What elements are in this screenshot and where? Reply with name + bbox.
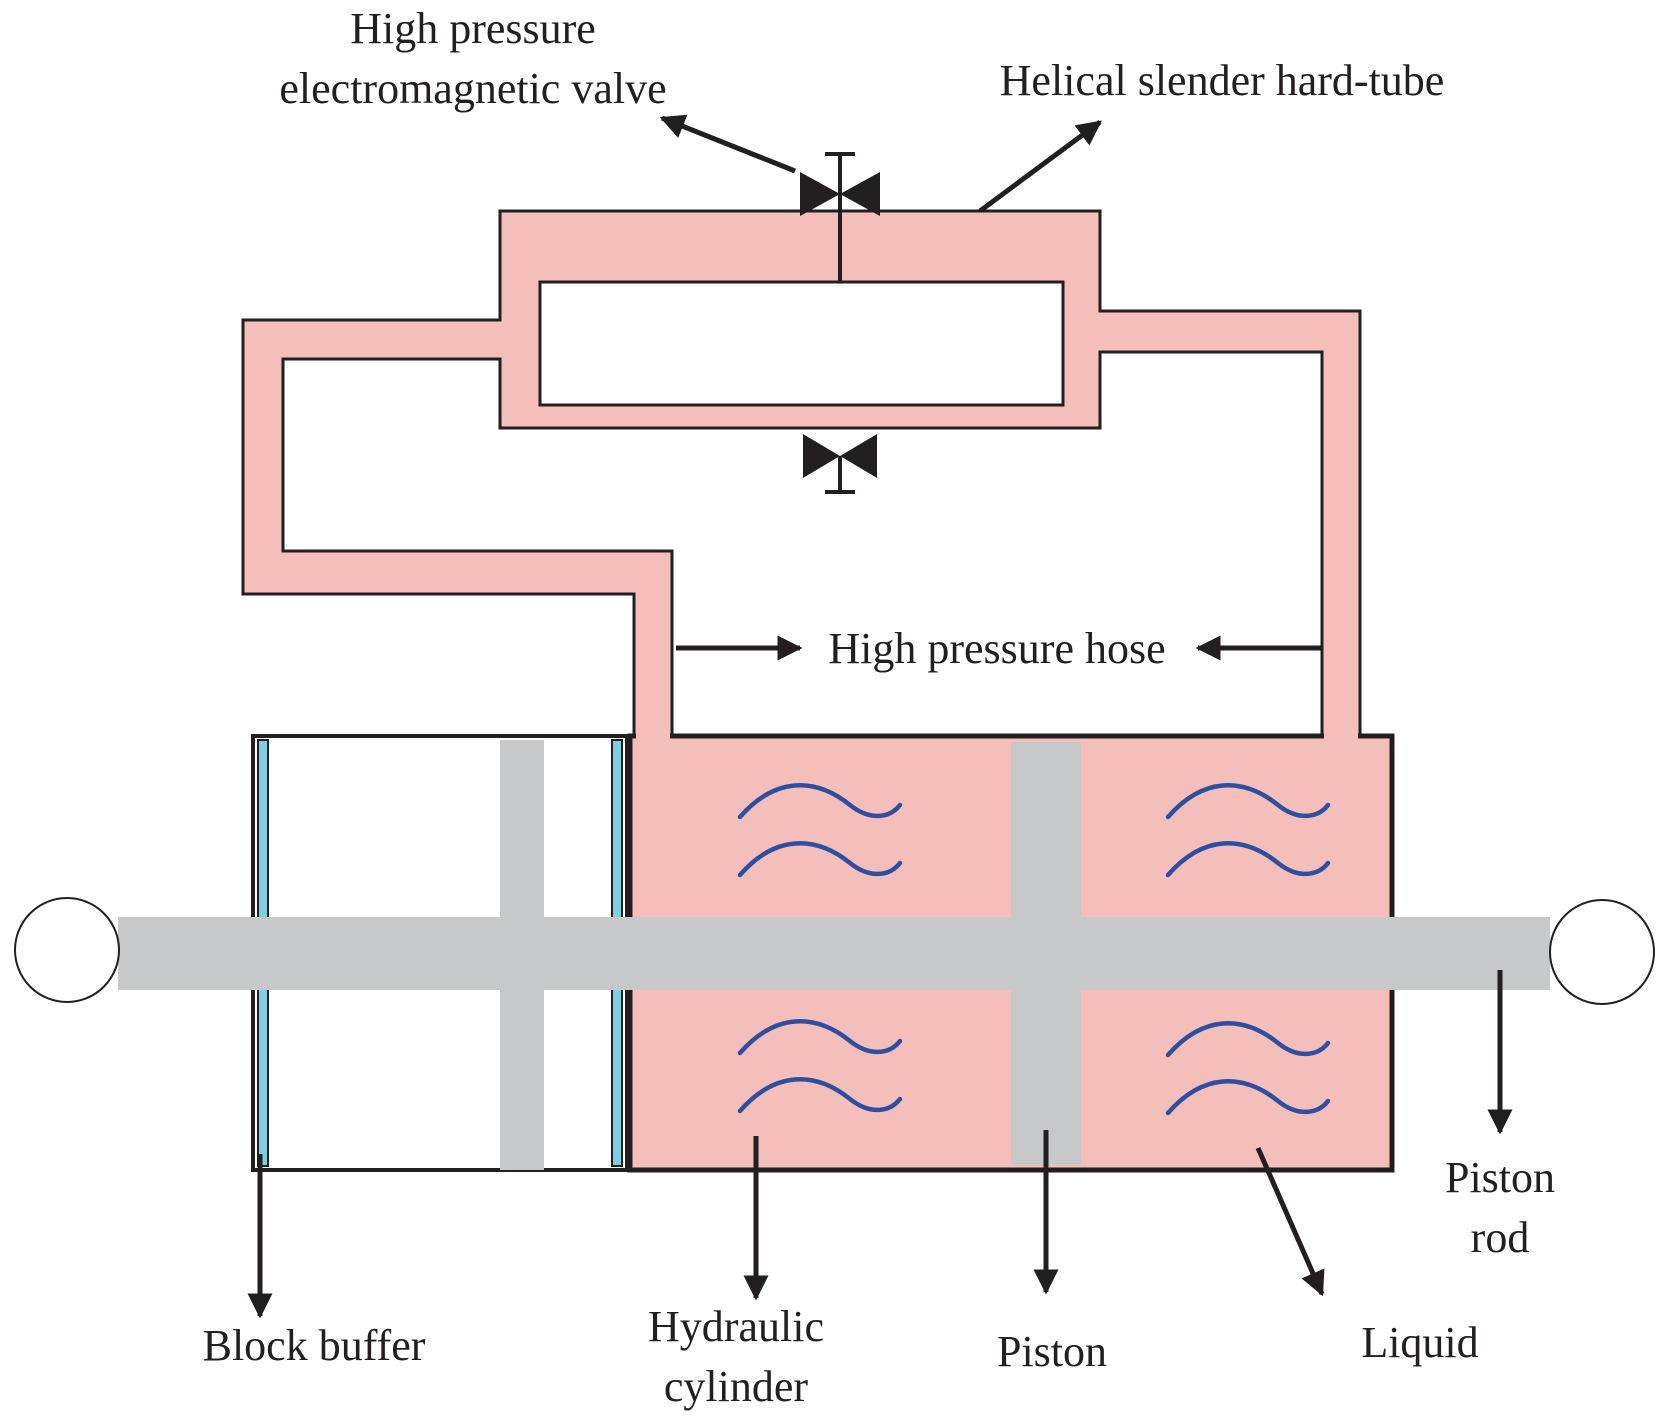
hose-entry-right: [1324, 730, 1358, 740]
piston-rod: [118, 917, 1550, 990]
leader-arrows: [247, 114, 1513, 1319]
hydraulic-cylinder-label-line1: Hydraulic: [648, 1302, 824, 1351]
hydraulic-cylinder-label-line2: cylinder: [664, 1362, 809, 1411]
right-end-joint: [1549, 899, 1655, 1005]
hose-entry-left: [636, 730, 670, 740]
valve-label-line2: electromagnetic valve: [279, 64, 666, 113]
block-buffer-label: Block buffer: [203, 1321, 426, 1370]
piston-rod-label-line2: rod: [1471, 1213, 1530, 1262]
hose-label: High pressure hose: [828, 624, 1165, 673]
tube-arrow: [978, 119, 1103, 214]
left-end-joint: [14, 897, 120, 1003]
valve-label-line1: High pressure: [350, 4, 596, 53]
helical-tube-window: [538, 280, 1065, 407]
liquid-wave-icons: [737, 783, 1331, 1116]
liquid-arrow: [1255, 1146, 1325, 1297]
liquid-label: Liquid: [1361, 1318, 1478, 1367]
valve-arrow: [659, 114, 796, 174]
tube-label: Helical slender hard-tube: [1000, 56, 1445, 105]
electromagnetic-valve-icon: [800, 172, 880, 216]
lower-valve-icon: [803, 434, 877, 494]
piston-label: Piston: [997, 1327, 1107, 1376]
piston-rod-label-line1: Piston: [1445, 1153, 1555, 1202]
